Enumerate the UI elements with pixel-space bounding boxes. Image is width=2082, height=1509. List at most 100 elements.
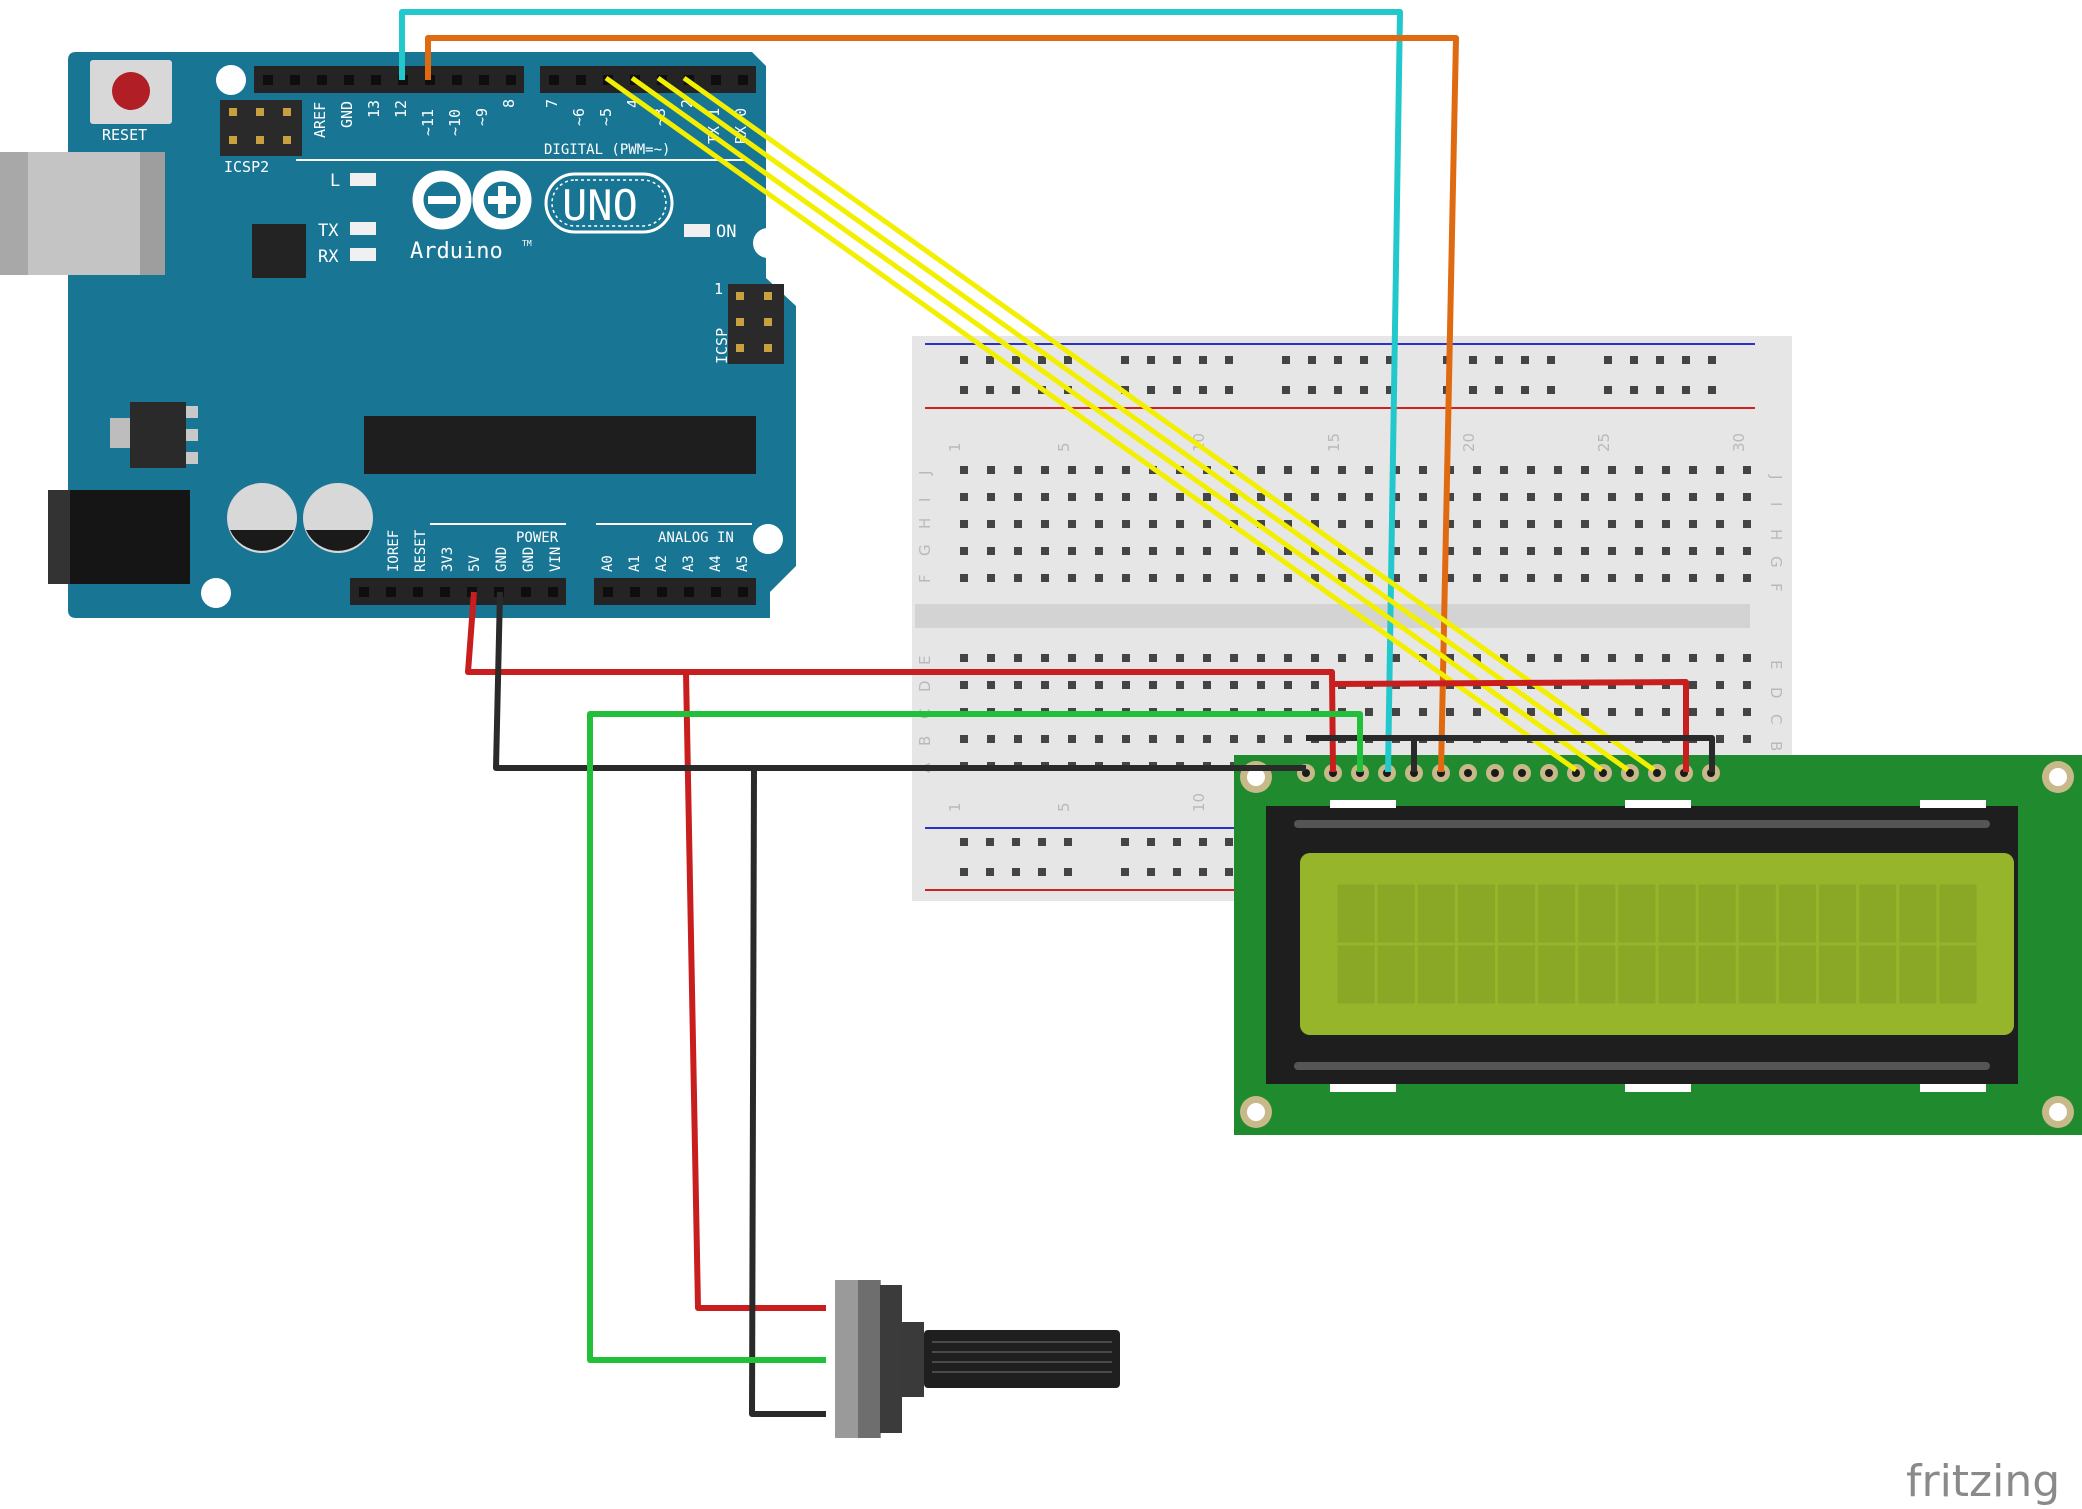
breadboard-hole: [1122, 466, 1130, 474]
breadboard-hole: [1581, 654, 1589, 662]
rail-hole: [1199, 838, 1207, 846]
breadboard-hole: [1716, 708, 1724, 716]
rail-hole: [1012, 838, 1020, 846]
rail-hole: [1547, 356, 1555, 364]
icsp-pin1-label: 1: [714, 280, 723, 298]
breadboard-hole: [1662, 547, 1670, 555]
breadboard-hole: [1743, 654, 1751, 662]
breadboard-hole: [1662, 493, 1670, 501]
header-pin: [344, 75, 354, 85]
lcd-char-cell: [1819, 884, 1857, 943]
led-l: [350, 173, 376, 186]
col-number-5-bottom: 5: [1055, 802, 1073, 812]
breadboard-hole: [960, 547, 968, 555]
breadboard-hole: [1014, 547, 1022, 555]
wire-black-gnd: [493, 591, 1306, 771]
rail-hole: [1282, 356, 1290, 364]
wire-yellow-d3: [656, 75, 1630, 773]
analog-header: [594, 578, 756, 605]
lcd-char-cell: [1899, 945, 1937, 1004]
rail-hole: [1064, 356, 1072, 364]
breadboard-hole: [1500, 708, 1508, 716]
mounting-hole: [201, 578, 231, 608]
reset-button-cap[interactable]: [112, 72, 150, 110]
breadboard-hole: [1284, 735, 1292, 743]
breadboard-hole: [1689, 466, 1697, 474]
breadboard-hole: [1554, 708, 1562, 716]
breadboard-hole: [1122, 654, 1130, 662]
breadboard-hole: [1527, 654, 1535, 662]
rail-hole: [1656, 356, 1664, 364]
lcd-pin-hole: [1464, 769, 1472, 777]
header-pin: [452, 75, 462, 85]
breadboard-hole: [1203, 654, 1211, 662]
breadboard-hole: [1338, 547, 1346, 555]
rail-hole: [1386, 386, 1394, 394]
breadboard-hole: [1095, 547, 1103, 555]
header-pin: [603, 587, 613, 597]
breadboard-hole: [1257, 735, 1265, 743]
header-pin: [506, 75, 516, 85]
wire-black-lcd-gnd: [1306, 735, 1715, 772]
power-pin-labels: IOREF RESET 3V3 5V GND GND VIN: [386, 529, 564, 572]
breadboard-hole: [1149, 493, 1157, 501]
row-letter-d-right: D: [1767, 687, 1785, 699]
breadboard-hole: [1689, 681, 1697, 689]
breadboard-hole: [1176, 681, 1184, 689]
potentiometer-knob[interactable]: [924, 1330, 1120, 1388]
breadboard-hole: [1743, 735, 1751, 743]
breadboard-hole: [1635, 520, 1643, 528]
atmega-microcontroller: [364, 416, 756, 474]
header-pin: [738, 75, 748, 85]
col-number-15: 15: [1325, 433, 1343, 452]
rail-hole: [1199, 386, 1207, 394]
rail-hole: [1682, 386, 1690, 394]
breadboard-hole: [1419, 574, 1427, 582]
breadboard-hole: [1284, 547, 1292, 555]
pin-label-ioref: IOREF: [386, 530, 402, 572]
breadboard-hole: [1554, 574, 1562, 582]
breadboard-hole: [1149, 735, 1157, 743]
arduino-uno-board: RESET ICSP2 ICSP 1: [0, 52, 796, 618]
rail-hole: [1604, 386, 1612, 394]
pin-label-aref: AREF: [311, 102, 329, 138]
icsp2-label: ICSP2: [224, 158, 269, 176]
header-pin: [371, 75, 381, 85]
breadboard-hole: [1635, 654, 1643, 662]
breadboard-hole: [1176, 574, 1184, 582]
breadboard-hole: [1689, 654, 1697, 662]
rail-hole: [1147, 356, 1155, 364]
wire-cyan: [399, 9, 1403, 773]
breadboard-hole: [1743, 493, 1751, 501]
breadboard-hole: [1608, 493, 1616, 501]
breadboard-hole: [1689, 547, 1697, 555]
breadboard-hole: [1122, 735, 1130, 743]
breadboard-hole: [1446, 547, 1454, 555]
header-pin: [290, 75, 300, 85]
breadboard-hole: [960, 574, 968, 582]
pin-label-7: 7: [543, 99, 561, 108]
dc-power-jack: [48, 490, 190, 584]
rail-hole: [986, 356, 994, 364]
rail-hole: [1038, 838, 1046, 846]
breadboard-hole: [1527, 493, 1535, 501]
breadboard-hole: [1446, 493, 1454, 501]
breadboard-hole: [960, 735, 968, 743]
led-l-label: L: [330, 171, 340, 191]
row-letter-h-right: H: [1767, 529, 1785, 540]
lcd-char-cell: [1618, 945, 1656, 1004]
breadboard-hole: [1716, 547, 1724, 555]
rail-hole: [1604, 356, 1612, 364]
breadboard-hole: [987, 574, 995, 582]
breadboard-hole: [1554, 493, 1562, 501]
breadboard-hole: [1743, 547, 1751, 555]
rail-hole: [1282, 386, 1290, 394]
breadboard-hole: [1230, 735, 1238, 743]
breadboard-hole: [1392, 520, 1400, 528]
lcd-char-cell: [1578, 884, 1616, 943]
lcd-char-cell: [1417, 945, 1455, 1004]
pin-label-gnd2: GND: [521, 547, 537, 572]
breadboard-hole: [1095, 466, 1103, 474]
breadboard-hole: [1365, 574, 1373, 582]
breadboard-hole: [1041, 493, 1049, 501]
